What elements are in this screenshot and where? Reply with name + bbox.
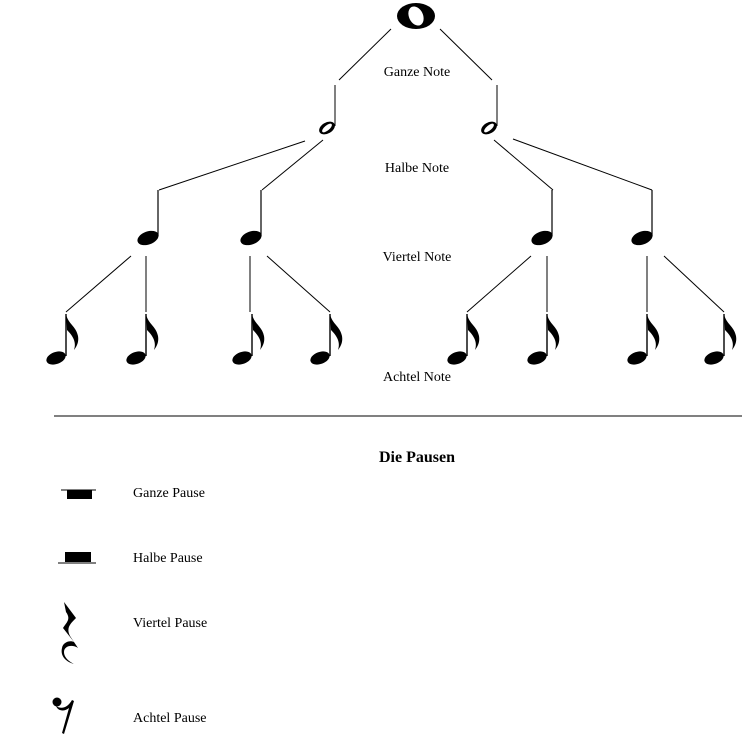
eighth-note-icon-1 <box>43 313 79 368</box>
rest-label-whole: Ganze Pause <box>133 486 205 501</box>
label-eighth-note: Achtel Note <box>383 370 451 385</box>
half-note-icon-left <box>319 85 336 135</box>
whole-note-icon <box>397 3 435 29</box>
whole-rest-icon <box>61 489 96 499</box>
half-rest-icon <box>58 552 96 564</box>
quarter-note-icon-4 <box>631 190 653 246</box>
label-half-note: Halbe Note <box>385 161 449 176</box>
label-quarter-note: Viertel Note <box>383 250 452 265</box>
quarter-note-icon-3 <box>531 190 553 246</box>
quarter-rest-icon <box>61 602 78 664</box>
quarter-note-icon-1 <box>137 190 159 246</box>
half-note-icon-right <box>481 85 498 135</box>
rest-label-half: Halbe Pause <box>133 551 203 566</box>
label-whole-note: Ganze Note <box>384 65 450 80</box>
quarter-note-icon-2 <box>240 190 262 246</box>
eighth-note-icon-6 <box>524 313 560 368</box>
eighth-note-icon-7 <box>624 313 660 368</box>
eighth-note-icon-8 <box>701 313 737 368</box>
rest-label-quarter: Viertel Pause <box>133 616 207 631</box>
tree-connectors <box>65 28 725 313</box>
rest-label-eighth: Achtel Pause <box>133 711 206 726</box>
eighth-note-icon-5 <box>444 313 480 368</box>
eighth-rest-icon <box>52 697 74 734</box>
rests-title: Die Pausen <box>379 449 455 466</box>
eighth-note-icon-4 <box>307 313 343 368</box>
eighth-note-icon-3 <box>229 313 265 368</box>
eighth-note-icon-2 <box>123 313 159 368</box>
